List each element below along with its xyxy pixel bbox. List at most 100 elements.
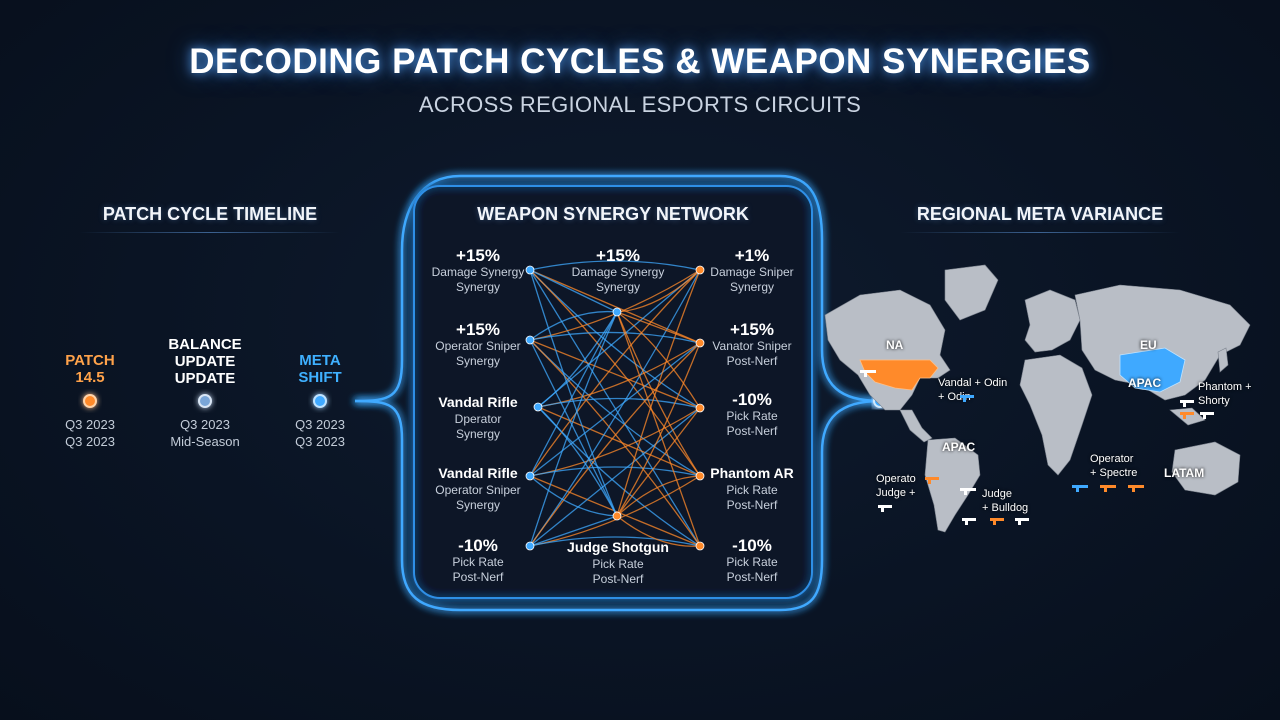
network-node-text-r4: Phantom AR Pick Rate Post-Nerf: [710, 465, 794, 512]
map-label-eu: EU: [1140, 338, 1157, 352]
synergy-link: [529, 466, 701, 477]
map-note-apac: Phantom + Shorty: [1198, 381, 1252, 407]
map-note-latam: Operator + Spectre: [1090, 453, 1138, 479]
map-south-america: [924, 437, 981, 533]
network-node-right-2: [695, 338, 705, 348]
network-node-text-c2: Judge Shotgun Pick Rate Post-Nerf: [567, 539, 669, 586]
synergy-link: [529, 269, 701, 344]
network-node-text-l4: Vandal Rifle Operator Sniper Synergy: [435, 465, 521, 512]
synergy-link: [529, 339, 701, 409]
timeline-title: PATCH CYCLE TIMELINE: [102, 204, 318, 224]
network-node-right-4: [695, 471, 705, 481]
synergy-link: [616, 269, 701, 313]
synergy-link: [537, 397, 701, 409]
synergy-link: [616, 407, 701, 517]
network-node-text-r3: -10% Pick Rate Post-Nerf: [726, 390, 778, 438]
synergy-link: [529, 311, 618, 477]
world-map: [824, 264, 1251, 533]
timeline-dot-patch: [83, 394, 97, 408]
synergy-link: [529, 311, 618, 547]
gun-icon: [882, 370, 898, 377]
map-asia: [1074, 284, 1251, 401]
map-label-apac: APAC: [1128, 376, 1162, 390]
synergy-link: [529, 269, 701, 547]
network-node-left-5: [525, 541, 535, 551]
main-title: DECODING PATCH CYCLES & WEAPON SYNERGIES: [189, 42, 1091, 81]
timeline-event-label-patch: PATCH 14.5: [65, 352, 115, 386]
network-node-center-top: [612, 307, 622, 317]
gun-icon: [860, 370, 876, 377]
network-panel: [413, 185, 813, 599]
map-australia: [1171, 441, 1241, 496]
map-europe: [1024, 289, 1081, 353]
network-node-left-3: [533, 402, 543, 412]
synergy-link: [529, 310, 618, 341]
network-node-right-3: [695, 403, 705, 413]
connector-bottom: [354, 399, 881, 612]
gun-icon: [960, 488, 976, 495]
weapon-icons-layer: [860, 370, 1214, 525]
gun-icon: [878, 505, 892, 512]
map-japan: [1217, 347, 1229, 373]
synergy-link: [616, 311, 701, 344]
gun-icon: [990, 518, 1004, 525]
subtitle: ACROSS REGIONAL ESPORTS CIRCUITS: [418, 92, 862, 117]
map-se-asia: [1169, 407, 1206, 426]
gun-icon: [962, 518, 976, 525]
synergy-link: [529, 536, 701, 547]
map-note-na: Vandal + Odin + Odin: [938, 377, 1008, 403]
synergy-link: [529, 269, 701, 477]
gun-icon: [1015, 518, 1029, 525]
synergy-link: [616, 342, 701, 517]
gun-icon: [1200, 412, 1214, 419]
timeline-event-date-meta: Q3 2023 Q3 2023: [295, 417, 345, 449]
timeline-track: [35, 394, 400, 408]
gun-icon: [1128, 485, 1144, 492]
gun-icon: [1180, 412, 1194, 419]
synergy-link: [529, 407, 701, 547]
map-label-latam: LATAM: [1164, 466, 1205, 480]
timeline-dot-balance: [198, 394, 212, 408]
network-title: WEAPON SYNERGY NETWORK: [477, 204, 749, 224]
synergy-link: [616, 311, 701, 477]
network-node-right-1: [695, 265, 705, 275]
regional-title: REGIONAL META VARIANCE: [916, 204, 1164, 224]
map-note-sa-left: Operato Judge +: [876, 473, 916, 499]
synergy-link: [529, 515, 618, 547]
network-node-text-l3: Vandal Rifle Dperator Synergy: [438, 394, 518, 441]
synergy-link: [616, 269, 701, 517]
synergy-link: [616, 475, 701, 517]
timeline-dot-meta: [313, 394, 327, 408]
timeline-title-rule: [80, 232, 340, 233]
synergy-link: [529, 342, 701, 547]
network-node-left-2: [525, 335, 535, 345]
network-node-text-l1: +15% Damage Synergy Synergy: [431, 246, 525, 294]
synergy-link: [529, 269, 701, 547]
synergy-link: [537, 406, 618, 517]
timeline-event-label-meta: META SHIFT: [298, 352, 342, 386]
network-node-right-5: [695, 541, 705, 551]
synergy-link: [529, 342, 701, 477]
network-node-text-r2: +15% Vanator Sniper Post-Nerf: [712, 320, 792, 368]
gun-icon: [960, 395, 974, 402]
synergy-link: [529, 269, 618, 517]
map-highlight-apac: [1119, 347, 1186, 393]
network-node-text-c1: +15% Damage Synergy Synergy: [571, 246, 665, 294]
synergy-link: [529, 269, 701, 477]
gun-icon: [925, 477, 939, 484]
gun-icon: [1180, 400, 1194, 407]
connector-top: [354, 174, 881, 403]
map-central-america: [899, 409, 933, 443]
synergy-link: [537, 311, 618, 408]
network-node-text-l2: +15% Operator Sniper Synergy: [435, 320, 521, 368]
network-node-center-bottom: [612, 511, 622, 521]
synergy-link: [529, 339, 701, 547]
map-label-na: NA: [886, 338, 904, 352]
synergy-link: [529, 260, 701, 271]
synergy-link: [616, 311, 701, 409]
network-node-text-l5: -10% Pick Rate Post-Nerf: [452, 536, 504, 584]
synergy-link: [616, 311, 701, 547]
synergy-link: [537, 406, 701, 477]
